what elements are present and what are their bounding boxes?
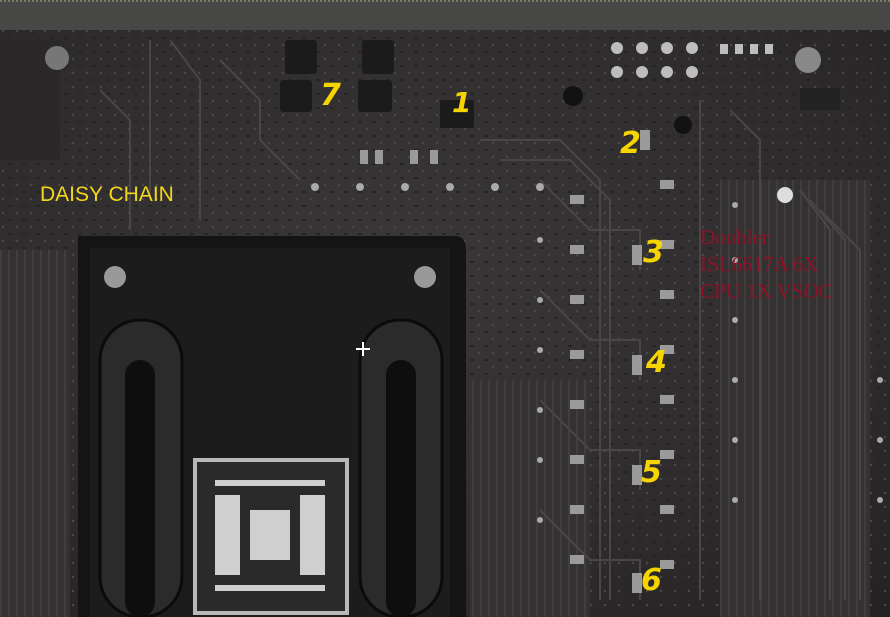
move-cursor-icon [356, 342, 370, 356]
phase-number: 7 [320, 78, 341, 113]
phase-number: 4 [646, 345, 667, 380]
phase-number: 5 [641, 455, 662, 490]
top-bar [0, 0, 890, 30]
doubler-annotation: Doubler ISL6617A 6X CPU 1X VSOC [700, 224, 833, 305]
doubler-line: CPU 1X VSOC [700, 279, 833, 303]
phase-number: 2 [620, 126, 641, 161]
phase-number: 1 [452, 86, 472, 119]
doubler-line: ISL6617A 6X [700, 252, 819, 276]
motherboard-photo [0, 30, 890, 617]
doubler-line: Doubler [700, 225, 769, 249]
phase-number: 3 [643, 235, 664, 270]
phase-number: 6 [641, 563, 662, 598]
daisy-chain-label: DAISY CHAIN [40, 183, 174, 206]
